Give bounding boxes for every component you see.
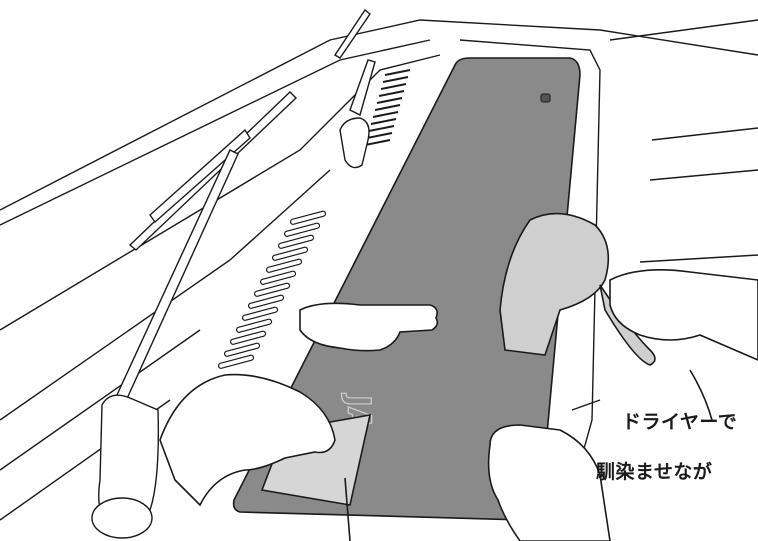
- vent-upper: [365, 70, 410, 145]
- caption-line-2: 馴染ませなが: [596, 457, 712, 484]
- mat-clip: [541, 94, 550, 102]
- caption-line-1: ドライヤーで: [622, 407, 737, 434]
- vent-lower: [218, 211, 326, 369]
- hand-right: [489, 425, 610, 541]
